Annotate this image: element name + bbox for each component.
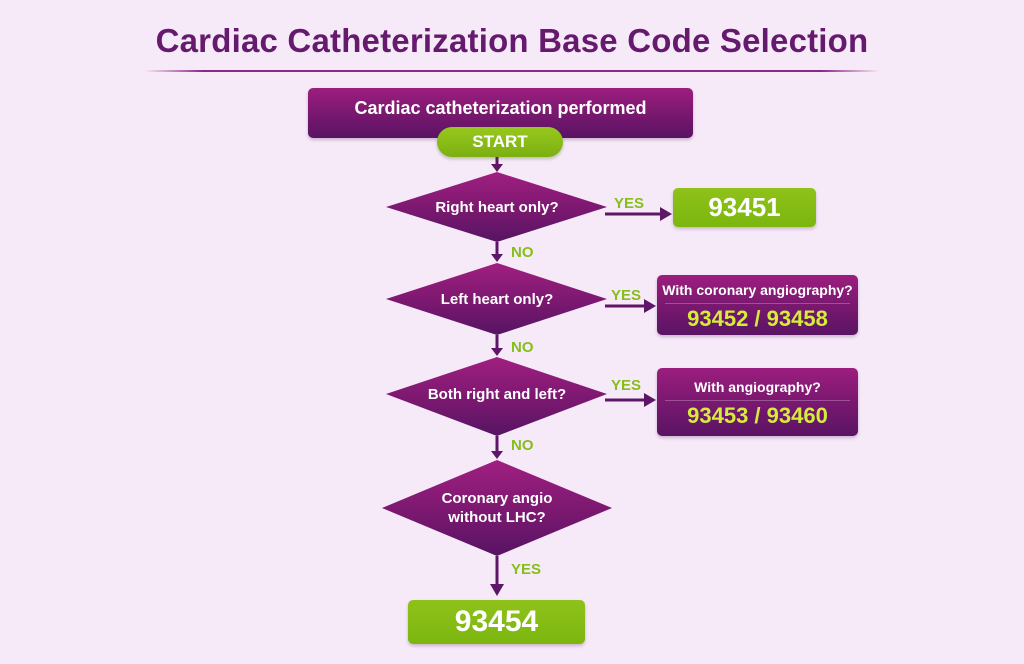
title-divider — [144, 70, 880, 72]
decision-diamond-3 — [386, 357, 607, 436]
decision-2-question: Left heart only? — [440, 291, 554, 308]
sub-divider — [665, 303, 850, 304]
decision-4-question: Coronary angio without LHC? — [400, 489, 594, 527]
decision-2-yes: YES — [611, 287, 642, 304]
decision-1-question: Right heart only? — [435, 199, 559, 216]
both-heart-sub-question: With angiography? — [694, 379, 821, 395]
both-heart-codes: 93453 / 93460 — [687, 403, 828, 428]
left-heart-result-box: With coronary angiography? 93452 / 93458 — [657, 275, 858, 335]
left-heart-codes: 93452 / 93458 — [687, 306, 828, 331]
decision-4-line1: Coronary angio — [441, 490, 553, 507]
decision-1-no: NO — [511, 244, 534, 261]
left-heart-sub-question: With coronary angiography? — [662, 282, 853, 298]
decision-1-yes: YES — [614, 195, 645, 212]
start-pill: START — [437, 127, 563, 157]
decision-diamond-4 — [382, 460, 612, 556]
code-93454: 93454 — [408, 600, 585, 644]
code-93451: 93451 — [673, 188, 816, 227]
both-heart-result-box: With angiography? 93453 / 93460 — [657, 368, 858, 436]
decision-4-yes: YES — [511, 561, 542, 578]
sub-divider — [665, 400, 850, 401]
decision-2-no: NO — [511, 339, 534, 356]
decision-3-yes: YES — [611, 377, 642, 394]
decision-3-question: Both right and left? — [427, 386, 567, 403]
decision-diamond-1 — [386, 172, 607, 242]
decision-4-line2: without LHC? — [448, 509, 546, 526]
decision-3-no: NO — [511, 437, 534, 454]
start-box: Cardiac catheterization performed — [308, 88, 693, 138]
decision-diamond-2 — [386, 263, 607, 335]
page-title: Cardiac Catheterization Base Code Select… — [155, 22, 869, 59]
